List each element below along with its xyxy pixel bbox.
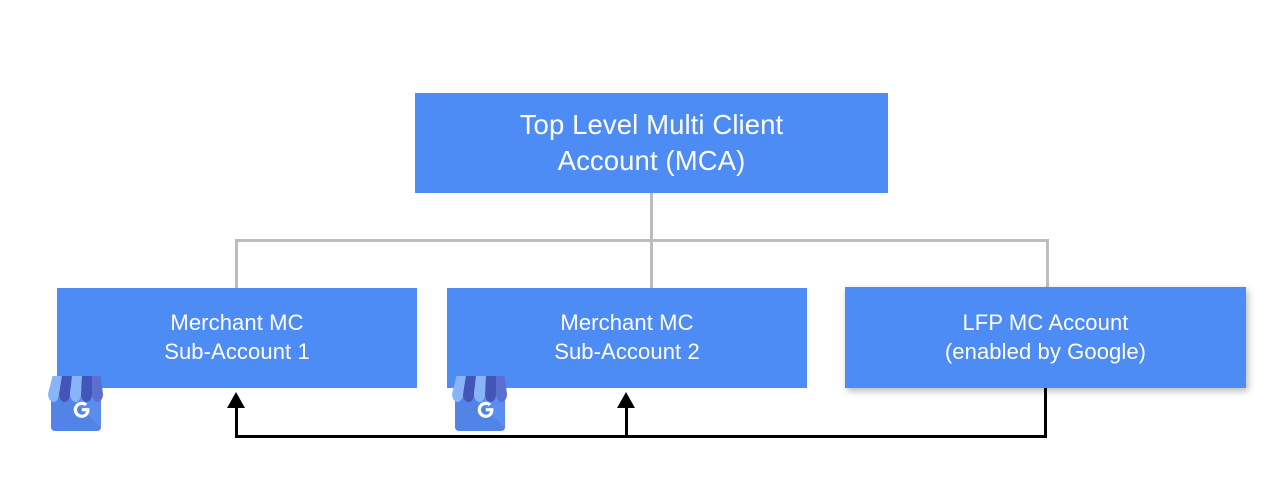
google-my-business-icon [44,369,108,432]
node-merchant-mc-sub-account-2[interactable]: Merchant MC Sub-Account 2 [447,288,807,388]
connector-horizontal-bus [235,239,1049,242]
node-merchant-mc-sub-account-2-label: Merchant MC Sub-Account 2 [447,309,807,366]
node-merchant-mc-sub-account-1-line1: Merchant MC [170,310,304,336]
node-lfp-mc-account-line2: (enabled by Google) [944,338,1147,364]
feed-line-to-sub-account-2 [625,405,628,438]
node-top-level-mca[interactable]: Top Level Multi Client Account (MCA) [415,93,888,193]
arrowhead-to-sub-account-1-icon [227,392,245,408]
feed-line-to-sub-account-1 [235,405,238,438]
google-my-business-icon [448,369,512,432]
node-top-level-mca-label: Top Level Multi Client Account (MCA) [415,107,888,179]
connector-stem-top-to-bus [650,192,653,242]
node-lfp-mc-account-line1: LFP MC Account [962,309,1129,335]
connector-drop-sub-account-1 [235,239,238,289]
feed-line-horizontal [235,435,1047,438]
node-merchant-mc-sub-account-1-label: Merchant MC Sub-Account 1 [57,309,417,366]
node-top-level-mca-line1: Top Level Multi Client [519,109,784,141]
node-merchant-mc-sub-account-2-line2: Sub-Account 2 [554,339,700,364]
feed-line-from-lfp-account [1044,388,1047,438]
node-lfp-mc-account[interactable]: LFP MC Account (enabled by Google) [845,287,1246,388]
node-top-level-mca-line2: Account (MCA) [557,145,746,176]
arrowhead-to-sub-account-2-icon [617,392,635,408]
connector-drop-lfp-account [1046,239,1049,289]
node-merchant-mc-sub-account-1-line2: Sub-Account 1 [164,339,310,364]
node-merchant-mc-sub-account-1[interactable]: Merchant MC Sub-Account 1 [57,288,417,388]
node-lfp-mc-account-label: LFP MC Account (enabled by Google) [845,309,1246,366]
node-merchant-mc-sub-account-2-line1: Merchant MC [560,310,694,336]
connector-drop-sub-account-2 [650,239,653,289]
